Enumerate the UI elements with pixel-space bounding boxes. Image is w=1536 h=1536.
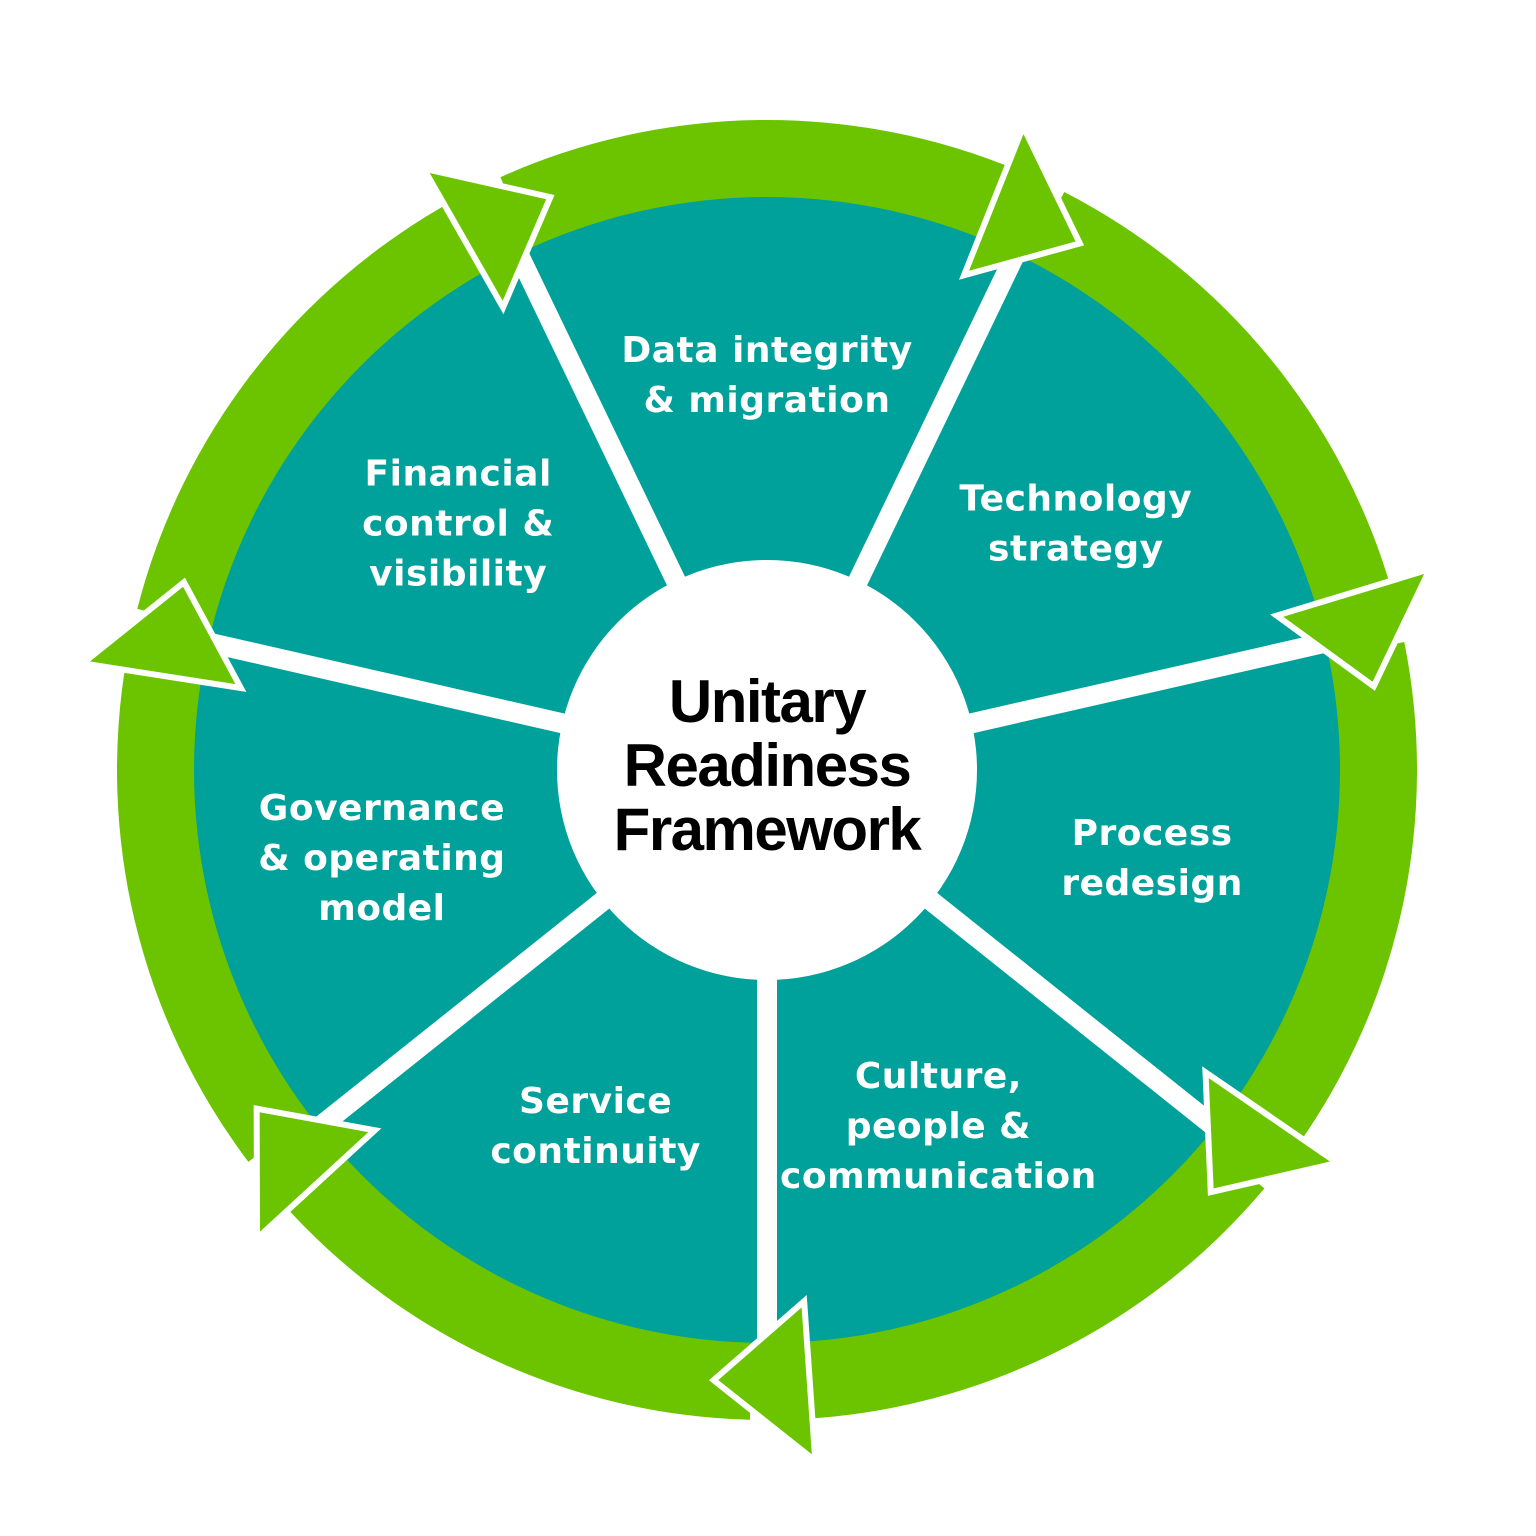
arrowhead-icon xyxy=(1269,564,1436,691)
arrowhead-icon xyxy=(253,1105,382,1246)
ring-arrow-band xyxy=(137,199,495,630)
arrowhead-icon xyxy=(417,164,555,315)
arrowheads xyxy=(75,119,1436,1468)
arrowhead-icon xyxy=(708,1294,819,1468)
arrowhead-icon xyxy=(75,577,247,692)
arrowhead-icon xyxy=(1202,1066,1345,1196)
arrowhead-icon xyxy=(958,119,1085,280)
segment-label-data-integrity: Data integrity& migration xyxy=(621,330,912,421)
center-circle xyxy=(557,560,977,980)
segment-label-culture-people: Culture,people &communication xyxy=(780,1056,1097,1197)
segment-data-integrity xyxy=(518,197,1016,771)
ring-arrow-band xyxy=(1026,191,1393,616)
